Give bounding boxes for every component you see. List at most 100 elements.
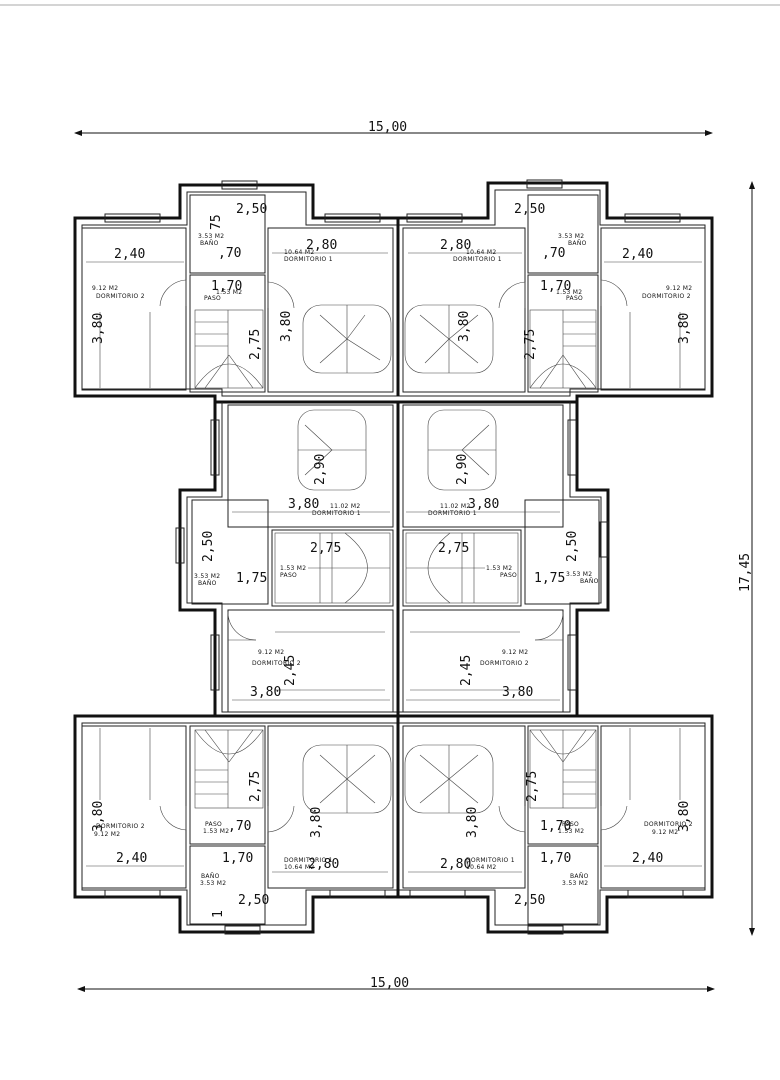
room-area: 3.53 M2: [562, 880, 588, 887]
dim-bot-bano-width-r: 2,50: [514, 893, 545, 908]
overall-width-top: 15,00: [74, 120, 713, 136]
dim-dorm2-depth: 3,80: [91, 313, 106, 344]
dim-paso-width: 1,70: [211, 279, 242, 294]
dimension-labels: 2,40 3,80 2,50 75 ,70 1,70 2,75 2,80 3,8…: [91, 202, 692, 918]
overall-width-bottom-label: 15,00: [370, 976, 409, 991]
room-name: DORMITORIO 2: [96, 823, 145, 830]
room-name: DORMITORIO 1: [284, 857, 333, 864]
dim-bot-dorm1-depth-r: 3,80: [465, 807, 480, 838]
dim-mid-bano-width-r: 1,75: [534, 571, 565, 586]
dim-bot-dorm2-depth: 3,80: [91, 801, 106, 832]
room-area: 11.02 M2: [330, 503, 360, 510]
room-name: DORMITORIO 2: [252, 660, 301, 667]
room-name: DORMITORIO 1: [466, 857, 515, 864]
beds: [99, 304, 681, 814]
dim-bot-dorm1-depth: 3,80: [309, 807, 324, 838]
room-area: 1.53 M2: [280, 565, 306, 572]
overall-width-label: 15,00: [368, 120, 407, 135]
dim-bano-door-r: ,70: [542, 246, 565, 261]
room-name: DORMITORIO 2: [644, 821, 693, 828]
room-name: BAÑO: [568, 240, 587, 247]
dim-bano-depth: 75: [209, 214, 224, 230]
room-area: 10.64 M2: [284, 864, 314, 871]
dim-bot-bano-depth: 1: [211, 910, 226, 918]
dim-bot-dorm2-width-r: 2,40: [632, 851, 663, 866]
dim-bot-dorm2-width: 2,40: [116, 851, 147, 866]
room-area: 10.64 M2: [284, 249, 314, 256]
windows: [104, 179, 684, 935]
room-name: PASO: [500, 572, 517, 579]
dimension-lines: [86, 252, 702, 873]
dim-dorm2-width-r: 2,40: [622, 247, 653, 262]
dim-stair-length-r: 2,75: [523, 329, 538, 360]
dim-mid-dorm2-width-r: 3,80: [502, 685, 533, 700]
dim-mid-dorm1-width: 3,80: [288, 497, 319, 512]
dim-dorm1-width: 2,80: [306, 238, 337, 253]
overall-width-bottom: 15,00: [77, 976, 715, 992]
dim-mid-dorm1-depth-r: 2,90: [455, 454, 470, 485]
dim-bot-paso: ,70: [228, 819, 251, 834]
room-name: DORMITORIO 1: [453, 256, 502, 263]
room-name: DORMITORIO 2: [480, 660, 529, 667]
room-area: 3.53 M2: [558, 233, 584, 240]
room-name: DORMITORIO 1: [284, 256, 333, 263]
dim-mid-stair: 2,75: [310, 541, 341, 556]
room-area: 1.53 M2: [558, 828, 584, 835]
room-name: DORMITORIO 2: [96, 293, 145, 300]
dim-bot-bano-door-r: 1,70: [540, 851, 571, 866]
room-area: 10.64 M2: [466, 864, 496, 871]
dim-mid-dorm2-depth-r: 2,45: [459, 655, 474, 686]
dim-bot-dorm1-width-r: 2,80: [440, 857, 471, 872]
interior-walls: [81, 194, 706, 925]
dim-bot-dorm1-width: 2,80: [308, 857, 339, 872]
room-area: 3.53 M2: [198, 233, 224, 240]
dim-bot-bano-door: 1,70: [222, 851, 253, 866]
dim-mid-dorm2-depth: 2,45: [283, 655, 298, 686]
room-area: 3.53 M2: [194, 573, 220, 580]
room-name: DORMITORIO 1: [312, 510, 361, 517]
room-name: BAÑO: [200, 240, 219, 247]
dim-mid-bano-width: 1,75: [236, 571, 267, 586]
exterior-walls: [73, 181, 714, 934]
dim-mid-stair-r: 2,75: [438, 541, 469, 556]
room-area: 1.53 M2: [216, 289, 242, 296]
room-area: 1.53 M2: [556, 289, 582, 296]
dim-bot-dorm2-depth-r: 3,80: [677, 801, 692, 832]
dim-dorm2-width: 2,40: [114, 247, 145, 262]
dim-bot-stair-r: 2,75: [525, 771, 540, 802]
dim-bot-bano-width: 2,50: [238, 893, 269, 908]
dim-mid-bano-depth: 2,50: [201, 531, 216, 562]
overall-depth-right: 17,45: [738, 181, 755, 936]
room-name: DORMITORIO 2: [642, 293, 691, 300]
room-name: PASO: [205, 821, 222, 828]
dim-bot-stair: 2,75: [248, 771, 263, 802]
dim-dorm1-depth-r: 3,80: [457, 311, 472, 342]
room-name: DORMITORIO 1: [428, 510, 477, 517]
dim-bot-paso-r: 1,70: [540, 819, 571, 834]
dim-mid-dorm1-depth: 2,90: [313, 454, 328, 485]
room-name: PASO: [204, 295, 221, 302]
room-area: 9.12 M2: [666, 285, 692, 292]
doors: [159, 279, 628, 833]
room-area: 9.12 M2: [652, 829, 678, 836]
room-area: 9.12 M2: [502, 649, 528, 656]
room-name: PASO: [562, 821, 579, 828]
dim-mid-dorm2-width: 3,80: [250, 685, 281, 700]
room-area: 1.53 M2: [486, 565, 512, 572]
room-name: PASO: [566, 295, 583, 302]
room-name: PASO: [280, 572, 297, 579]
room-area: 3.53 M2: [566, 571, 592, 578]
dim-bano-width: 2,50: [236, 202, 267, 217]
room-area: 10.64 M2: [466, 249, 496, 256]
room-name: BAÑO: [570, 873, 589, 880]
stairs: [194, 309, 597, 809]
dim-stair-length: 2,75: [248, 329, 263, 360]
dim-dorm1-width-r: 2,80: [440, 238, 471, 253]
dim-dorm2-depth-r: 3,80: [677, 313, 692, 344]
dim-mid-dorm1-width-r: 3,80: [468, 497, 499, 512]
dim-bano-width-r: 2,50: [514, 202, 545, 217]
overall-depth-label: 17,45: [738, 553, 753, 592]
room-name: BAÑO: [201, 873, 220, 880]
dim-bano-door: ,70: [218, 246, 241, 261]
